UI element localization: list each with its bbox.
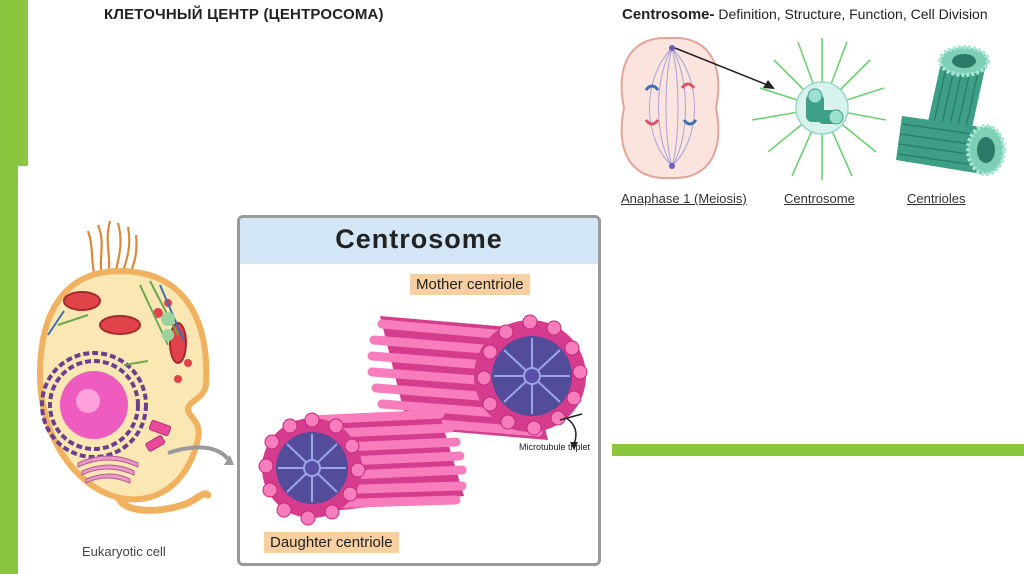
accent-bar-right (612, 444, 1024, 456)
centrioles-detailed-illustration (258, 314, 588, 526)
daughter-centriole-illustration (258, 409, 467, 526)
panel-title-strong: Centrosome- (622, 6, 715, 23)
centrioles-illustration (896, 45, 1006, 176)
eukaryotic-cell-label: Eukaryotic cell (82, 544, 166, 559)
anaphase-cell-illustration (620, 36, 720, 180)
microtubule-triplet-label: Microtubule triplet (519, 442, 591, 452)
centrosome-reference-panel: Centrosome- Definition, Structure, Funct… (612, 0, 1024, 220)
caption-anaphase: Anaphase 1 (Meiosis) (621, 191, 747, 206)
daughter-centriole-label: Daughter centriole (264, 532, 399, 553)
mother-centriole-illustration (367, 314, 588, 440)
microtubule-pointer (559, 413, 583, 421)
panel-title-rest: Definition, Structure, Function, Cell Di… (714, 6, 988, 22)
caption-centrioles: Centrioles (907, 191, 966, 206)
reference-illustrations (620, 36, 1006, 180)
panel-title: Centrosome- Definition, Structure, Funct… (622, 6, 988, 23)
centrosome-title: Centrosome (335, 224, 503, 254)
pointer-arrow (674, 47, 771, 87)
slide-title: КЛЕТОЧНЫЙ ЦЕНТР (ЦЕНТРОСОМА) (104, 6, 384, 23)
accent-bar-left-bottom (0, 166, 18, 574)
eukaryotic-cell-illustration (28, 215, 238, 570)
centrosome-diagram-box: Centrosome Mother centriole Daughter cen… (237, 215, 601, 566)
mother-centriole-label: Mother centriole (410, 274, 530, 295)
accent-bar-left-top (0, 0, 28, 166)
box-header (240, 218, 598, 264)
caption-centrosome: Centrosome (784, 191, 855, 206)
